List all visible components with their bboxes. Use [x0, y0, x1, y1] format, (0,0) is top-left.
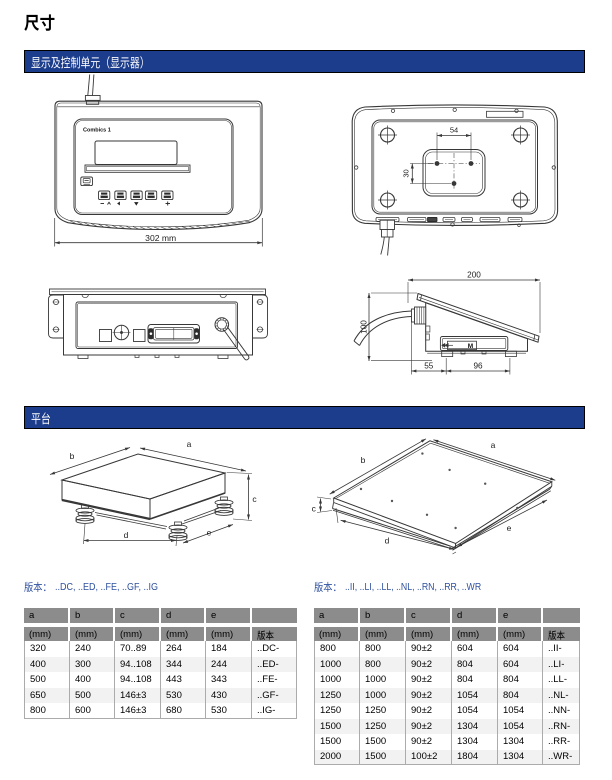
svg-text:a: a [491, 440, 496, 450]
svg-text:100: 100 [360, 320, 369, 334]
svg-text:Combics 1: Combics 1 [83, 128, 111, 134]
svg-text:e: e [507, 523, 512, 533]
svg-text:b: b [361, 455, 366, 465]
svg-text:55: 55 [424, 362, 434, 371]
svg-text:b: b [70, 451, 75, 461]
svg-text:M: M [468, 343, 473, 350]
svg-text:30: 30 [402, 169, 411, 177]
svg-text:c: c [252, 494, 257, 504]
svg-text:54: 54 [450, 126, 458, 135]
svg-text:a: a [187, 439, 192, 449]
svg-text:302 mm: 302 mm [145, 233, 176, 243]
svg-text:d: d [385, 536, 390, 546]
svg-text:d: d [124, 530, 129, 540]
svg-text:200: 200 [467, 271, 481, 280]
svg-text:e: e [207, 528, 212, 538]
svg-text:c: c [312, 504, 317, 514]
svg-text:96: 96 [473, 362, 483, 371]
